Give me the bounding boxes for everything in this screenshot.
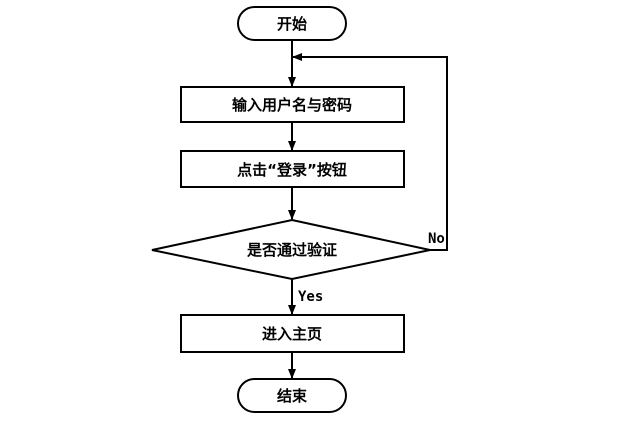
click-login-node: 点击“登录”按钮 — [180, 150, 405, 188]
click-login-label: 点击“登录”按钮 — [237, 161, 347, 179]
home-node: 进入主页 — [180, 314, 405, 353]
input-credentials-label: 输入用户名与密码 — [232, 96, 352, 114]
verify-decision-label: 是否通过验证 — [246, 241, 337, 259]
edge-label-yes: Yes — [298, 289, 323, 305]
verify-decision-node: 是否通过验证 — [151, 218, 431, 281]
home-label: 进入主页 — [262, 325, 322, 343]
end-node: 结束 — [237, 378, 347, 413]
start-node: 开始 — [237, 6, 347, 41]
edge-verify-no-loop — [292, 53, 448, 251]
end-label: 结束 — [277, 387, 308, 405]
input-credentials-node: 输入用户名与密码 — [180, 86, 405, 123]
start-label: 开始 — [277, 15, 307, 33]
edge-label-no: No — [428, 231, 445, 247]
